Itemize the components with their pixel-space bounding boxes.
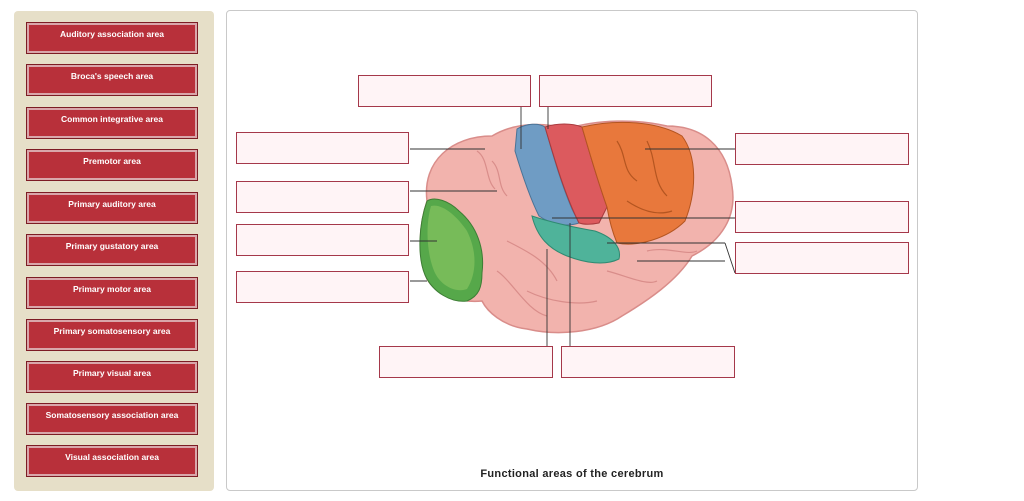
label-primary-motor-area[interactable]: Primary motor area [26, 277, 198, 309]
temporal-auditory-region [531, 215, 621, 264]
drop-target-left-2[interactable] [236, 181, 409, 213]
label-premotor-area[interactable]: Premotor area [26, 149, 198, 181]
drop-target-left-1[interactable] [236, 132, 409, 164]
drop-target-right-3[interactable] [735, 242, 909, 274]
drop-target-top-right[interactable] [539, 75, 712, 107]
figure-caption: Functional areas of the cerebrum [480, 468, 664, 480]
cerebrum-illustration [410, 107, 736, 347]
drop-target-left-3[interactable] [236, 224, 409, 256]
label-primary-gustatory-area[interactable]: Primary gustatory area [26, 234, 198, 266]
label-bank: Auditory association area Broca's speech… [14, 11, 214, 491]
label-somatosensory-association-area[interactable]: Somatosensory association area [26, 403, 198, 435]
gyri-lines [476, 150, 698, 317]
brain-drawing [419, 120, 734, 334]
leader-lines [410, 107, 736, 347]
label-primary-visual-area[interactable]: Primary visual area [26, 361, 198, 393]
drop-target-top-left[interactable] [358, 75, 531, 107]
drop-target-left-4[interactable] [236, 271, 409, 303]
leader-brocas [724, 242, 736, 274]
label-primary-somatosensory-area[interactable]: Primary somatosensory area [26, 319, 198, 351]
label-visual-association-area[interactable]: Visual association area [26, 445, 198, 477]
visual-association-region [427, 205, 475, 291]
label-auditory-association-area[interactable]: Auditory association area [26, 22, 198, 54]
drop-target-bottom-right[interactable] [561, 346, 735, 378]
frontal-gyri [616, 140, 673, 214]
diagram-panel: Functional areas of the cerebrum [226, 10, 918, 491]
label-brocas-speech-area[interactable]: Broca's speech area [26, 64, 198, 96]
frontal-region [581, 121, 695, 245]
drop-target-right-1[interactable] [735, 133, 909, 165]
drop-target-right-2[interactable] [735, 201, 909, 233]
label-primary-auditory-area[interactable]: Primary auditory area [26, 192, 198, 224]
drop-target-bottom-left[interactable] [379, 346, 553, 378]
label-common-integrative-area[interactable]: Common integrative area [26, 107, 198, 139]
motor-region [544, 123, 608, 225]
